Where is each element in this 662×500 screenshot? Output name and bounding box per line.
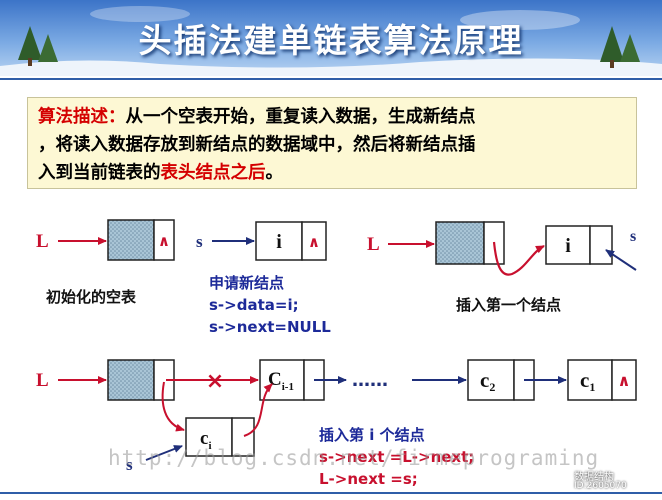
caption-insert-ith: 插入第 i 个结点 bbox=[319, 426, 425, 444]
node-c2-subscript: 2 bbox=[489, 380, 495, 394]
description-line1: 从一个空表开始，重复读入数据，生成新结点 bbox=[125, 107, 476, 127]
s-pointer-arrow bbox=[605, 249, 637, 271]
logo-icon bbox=[560, 474, 571, 485]
algorithm-description: 算法描述：从一个空表开始，重复读入数据，生成新结点 ，将读入数据存放到新结点的数… bbox=[27, 97, 637, 189]
description-highlight: 表头结点之后 bbox=[160, 163, 266, 183]
panel-empty-list: L ∧ bbox=[36, 219, 175, 261]
link-ci-to-ci1 bbox=[243, 383, 273, 437]
logo-line2: ID:2605070 bbox=[574, 481, 627, 491]
pointer-l-label: L bbox=[367, 234, 380, 255]
pointer-s-label: s bbox=[196, 232, 203, 251]
node-c2-label: c2 bbox=[480, 368, 495, 394]
head-node-data bbox=[107, 359, 155, 401]
null-mark: ∧ bbox=[618, 371, 631, 390]
caption-new-node: 申请新结点 bbox=[209, 274, 285, 292]
description-line2: ，将读入数据存放到新结点的数据域中，然后将新结点插 bbox=[38, 135, 476, 155]
logo-line1: 数据结构 bbox=[574, 472, 614, 483]
node-c1-label: c1 bbox=[580, 368, 595, 394]
code-s-next: s->next =L->next; bbox=[319, 448, 475, 466]
node-c1-next bbox=[611, 359, 637, 401]
node-c1-subscript: 1 bbox=[589, 380, 595, 394]
node-ci-next bbox=[231, 417, 255, 457]
ellipsis: …… bbox=[352, 370, 388, 391]
first-node-next bbox=[589, 225, 613, 265]
cross-mark: × bbox=[206, 369, 224, 394]
new-node-data-value: i bbox=[276, 231, 282, 253]
panel-new-node: s i ∧ bbox=[196, 221, 327, 261]
head-node-next bbox=[153, 219, 175, 261]
head-node-data bbox=[435, 221, 485, 265]
node-c2-data bbox=[467, 359, 515, 401]
tree-right-icon bbox=[600, 26, 640, 68]
code-s-next-null: s->next=NULL bbox=[209, 318, 331, 336]
description-label: 算法描述： bbox=[38, 107, 126, 127]
first-node-data-value: i bbox=[565, 235, 571, 257]
panel-insert-ith: L × Ci-1 …… c2 c1 ∧ ci s bbox=[36, 359, 637, 474]
pointer-l-label: L bbox=[36, 231, 49, 252]
caption-insert-first: 插入第一个结点 bbox=[456, 296, 562, 314]
null-mark: ∧ bbox=[308, 233, 320, 251]
description-line3-end: 。 bbox=[265, 163, 284, 183]
node-ci-subscript: i bbox=[208, 440, 211, 452]
node-ci-label: ci bbox=[200, 428, 212, 452]
pointer-s-label: s bbox=[630, 228, 636, 245]
node-c2-letter: c bbox=[480, 368, 489, 392]
node-ci1-subscript: i-1 bbox=[282, 381, 294, 393]
new-node-next bbox=[301, 221, 327, 261]
footer-divider bbox=[0, 492, 662, 494]
title-divider bbox=[0, 78, 662, 80]
caption-empty-list: 初始化的空表 bbox=[46, 288, 137, 306]
page-title: 头插法建单链表算法原理 bbox=[138, 21, 524, 60]
watermark-logo: 数据结构 ID:2605070 bbox=[560, 468, 660, 498]
tree-left-icon bbox=[18, 26, 58, 66]
null-mark: ∧ bbox=[158, 232, 170, 250]
head-node-data bbox=[107, 219, 155, 261]
watermark-url: http://blog.csdn.net/firmeprograming bbox=[108, 446, 600, 470]
s-pointer-arrow bbox=[145, 445, 183, 461]
pointer-l-label: L bbox=[36, 370, 49, 391]
link-head-to-new bbox=[492, 241, 545, 276]
code-s-data: s->data=i; bbox=[209, 296, 299, 314]
code-l-next: L->next =s; bbox=[319, 470, 418, 488]
new-node-data bbox=[255, 221, 303, 261]
node-ci-data bbox=[185, 417, 233, 457]
panel-insert-first: L i s bbox=[367, 221, 637, 276]
description-line3-start: 入到当前链表的 bbox=[38, 163, 161, 183]
pointer-s-label: s bbox=[126, 455, 133, 474]
node-ci-letter: c bbox=[200, 428, 208, 449]
node-c1-letter: c bbox=[580, 368, 589, 392]
banner-scenery bbox=[0, 6, 662, 76]
link-head-to-ci bbox=[161, 381, 185, 432]
title-banner: 头插法建单链表算法原理 bbox=[0, 0, 662, 76]
